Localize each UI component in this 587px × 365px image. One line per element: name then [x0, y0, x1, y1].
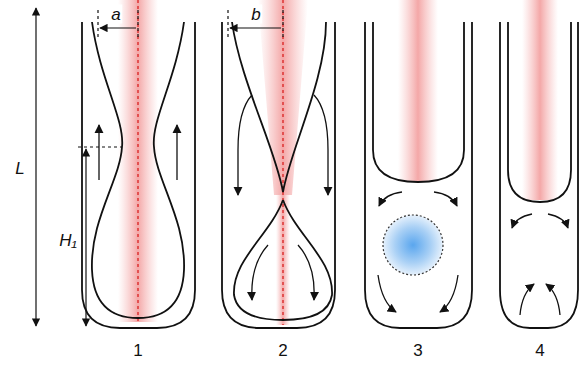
dimension-label: b: [249, 5, 262, 24]
dimension-label: a: [109, 5, 122, 24]
dimension-label: H₁: [57, 231, 79, 250]
panel-number: 2: [276, 341, 289, 360]
panel-number: 4: [533, 341, 546, 360]
panel-number: 1: [131, 341, 144, 360]
dimension-label: L: [13, 159, 26, 178]
panel-number: 3: [411, 341, 424, 360]
